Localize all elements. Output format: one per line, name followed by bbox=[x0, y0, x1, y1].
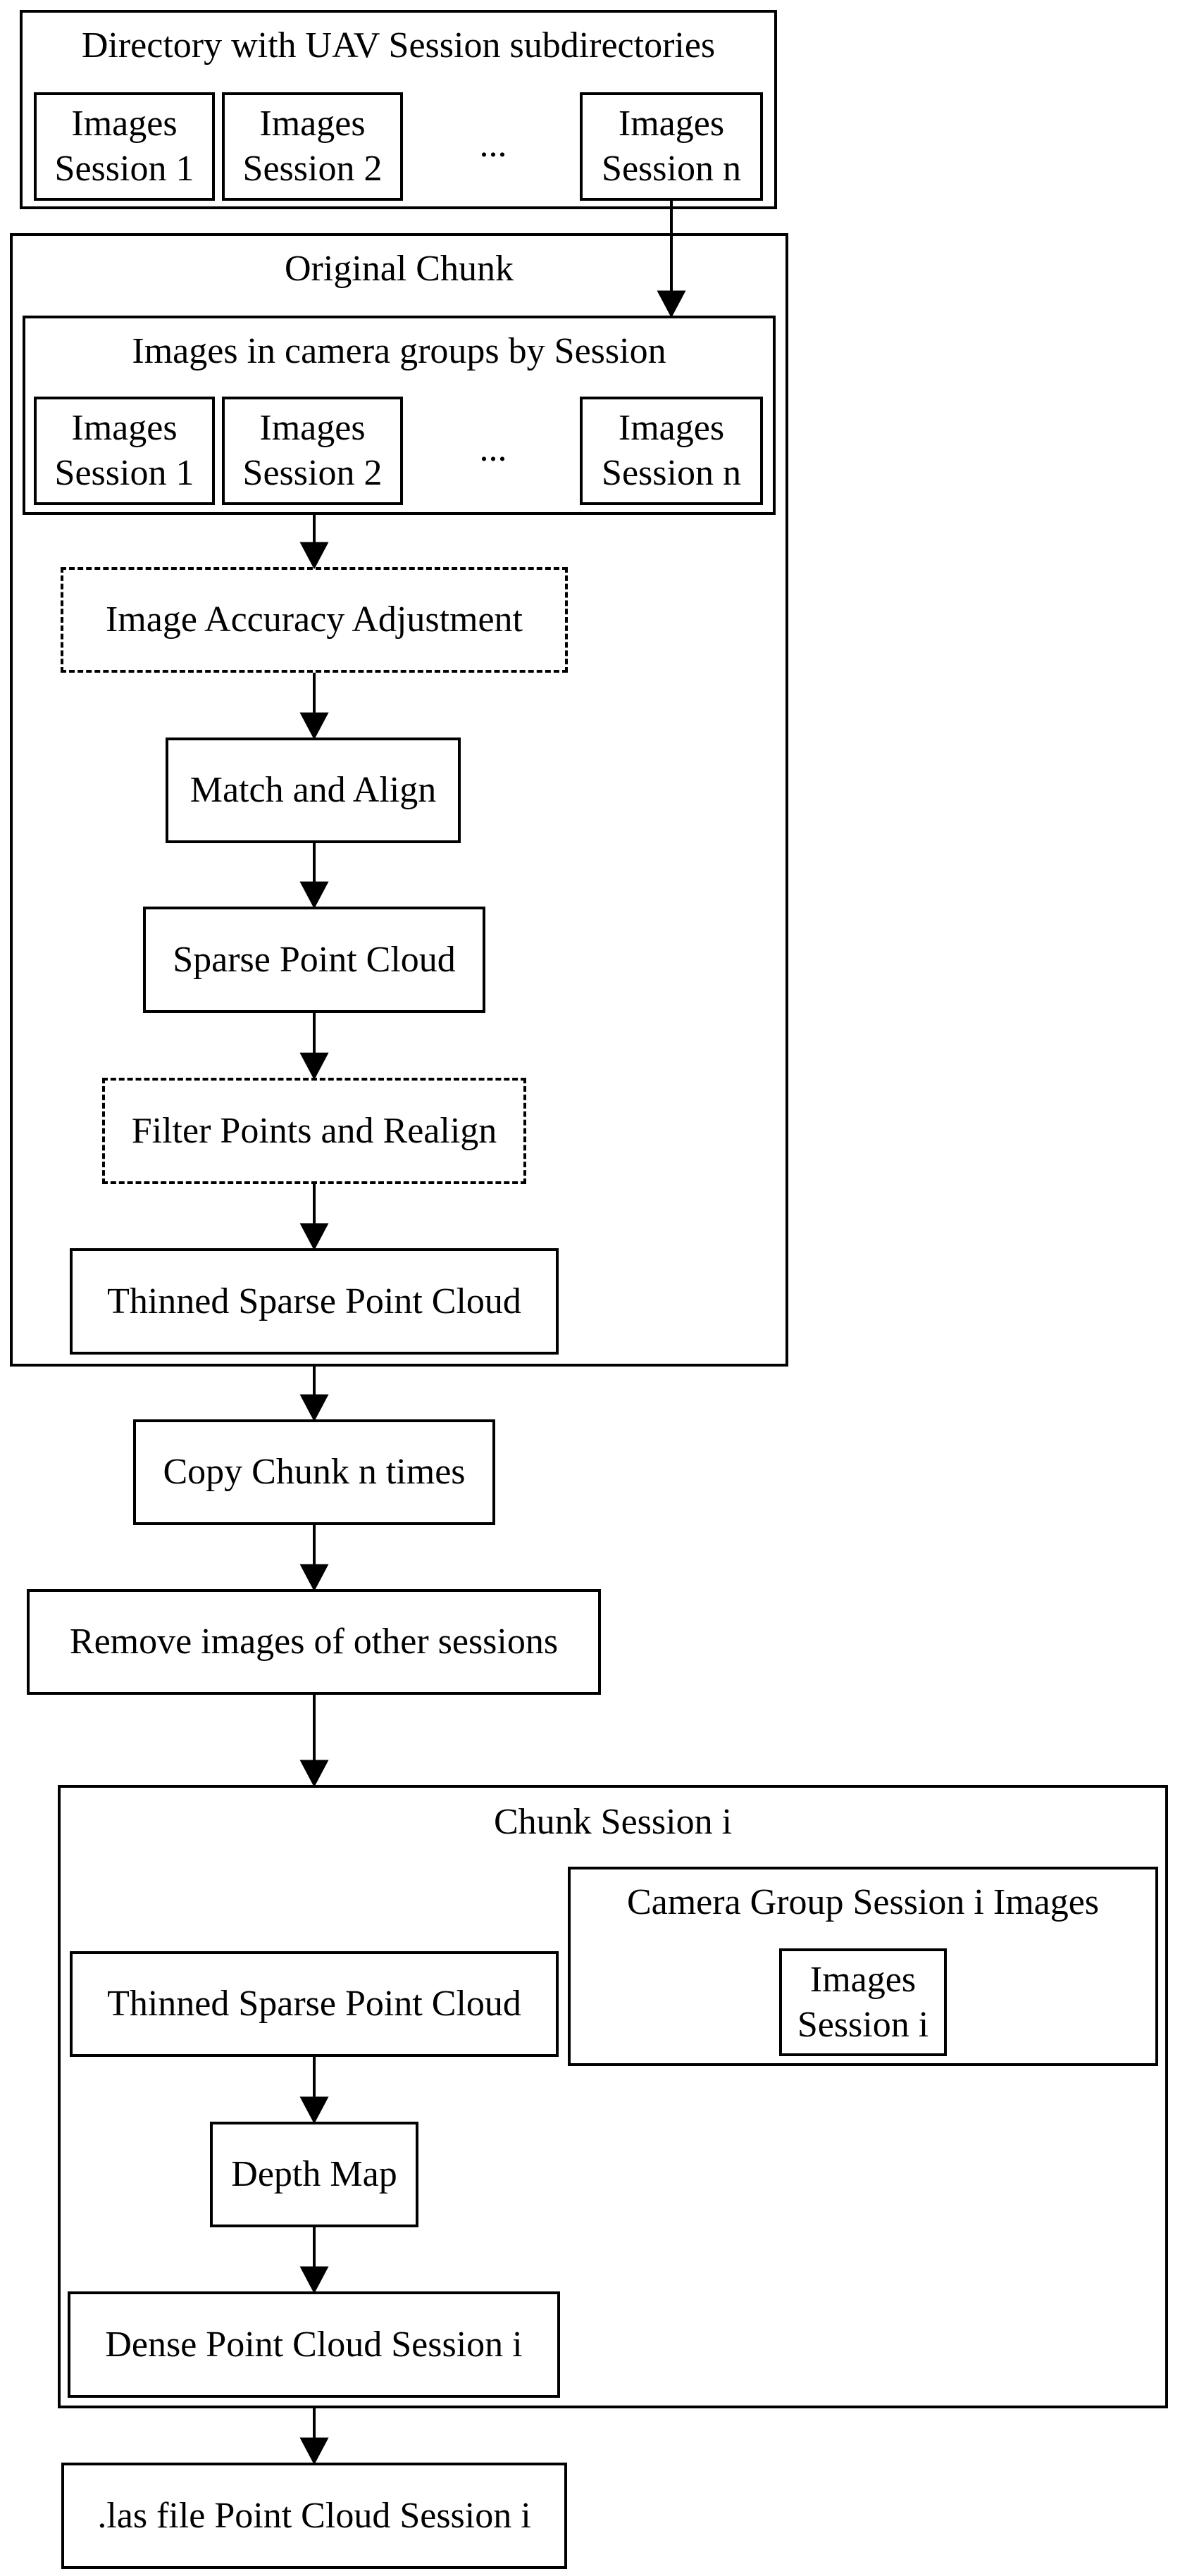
thinned-sparse-point-cloud-node: Thinned Sparse Point Cloud bbox=[70, 1248, 559, 1355]
camera-group-session-title: Camera Group Session i Images bbox=[626, 1882, 1100, 1922]
directory-title: Directory with UAV Session subdirectorie… bbox=[81, 25, 716, 66]
directory-item-session-n: Images Session n bbox=[580, 92, 763, 201]
directory-item-session-2: Images Session 2 bbox=[222, 92, 403, 201]
camera-group-item-session-1: Images Session 1 bbox=[34, 397, 215, 505]
original-chunk-title: Original Chunk bbox=[285, 249, 514, 289]
arrowhead-depth-to-dense bbox=[299, 2266, 329, 2294]
arrowhead-camera-groups-to-accuracy bbox=[299, 542, 329, 570]
camera-groups-title: Images in camera groups by Session bbox=[132, 331, 666, 371]
directory-cluster: Directory with UAV Session subdirectorie… bbox=[20, 10, 777, 209]
directory-ellipsis: ... bbox=[479, 125, 507, 165]
camera-groups-cluster: Images in camera groups by Session bbox=[23, 316, 776, 515]
arrowhead-thinned-to-depth bbox=[299, 2096, 329, 2124]
chunk-session-title: Chunk Session i bbox=[493, 1802, 733, 1842]
arrowhead-filter-to-thinned bbox=[299, 1223, 329, 1251]
chunk-session-cluster: Chunk Session i bbox=[58, 1785, 1168, 2408]
arrowhead-original-chunk-to-copy bbox=[299, 1394, 329, 1422]
match-and-align-node: Match and Align bbox=[166, 738, 461, 843]
arrowhead-remove-to-chunk-session bbox=[299, 1760, 329, 1788]
arrowhead-sparse-to-filter bbox=[299, 1052, 329, 1081]
arrowhead-directory-to-camera-groups bbox=[657, 290, 686, 318]
session-thinned-sparse-point-cloud-node: Thinned Sparse Point Cloud bbox=[70, 1951, 559, 2057]
camera-groups-ellipsis: ... bbox=[479, 429, 507, 469]
filter-points-and-realign-node: Filter Points and Realign bbox=[102, 1078, 526, 1184]
camera-group-item-session-i: Images Session i bbox=[779, 1948, 947, 2056]
remove-images-node: Remove images of other sessions bbox=[27, 1589, 601, 1695]
arrowhead-chunk-session-to-las bbox=[299, 2437, 329, 2465]
original-chunk-cluster: Original Chunk bbox=[10, 233, 788, 1367]
arrowhead-accuracy-to-match bbox=[299, 712, 329, 740]
camera-group-session-cluster: Camera Group Session i Images bbox=[568, 1867, 1158, 2066]
directory-item-session-1: Images Session 1 bbox=[34, 92, 215, 201]
camera-group-item-session-2: Images Session 2 bbox=[222, 397, 403, 505]
arrowhead-copy-to-remove bbox=[299, 1564, 329, 1592]
arrowhead-match-to-sparse bbox=[299, 881, 329, 909]
camera-group-item-session-n: Images Session n bbox=[580, 397, 763, 505]
